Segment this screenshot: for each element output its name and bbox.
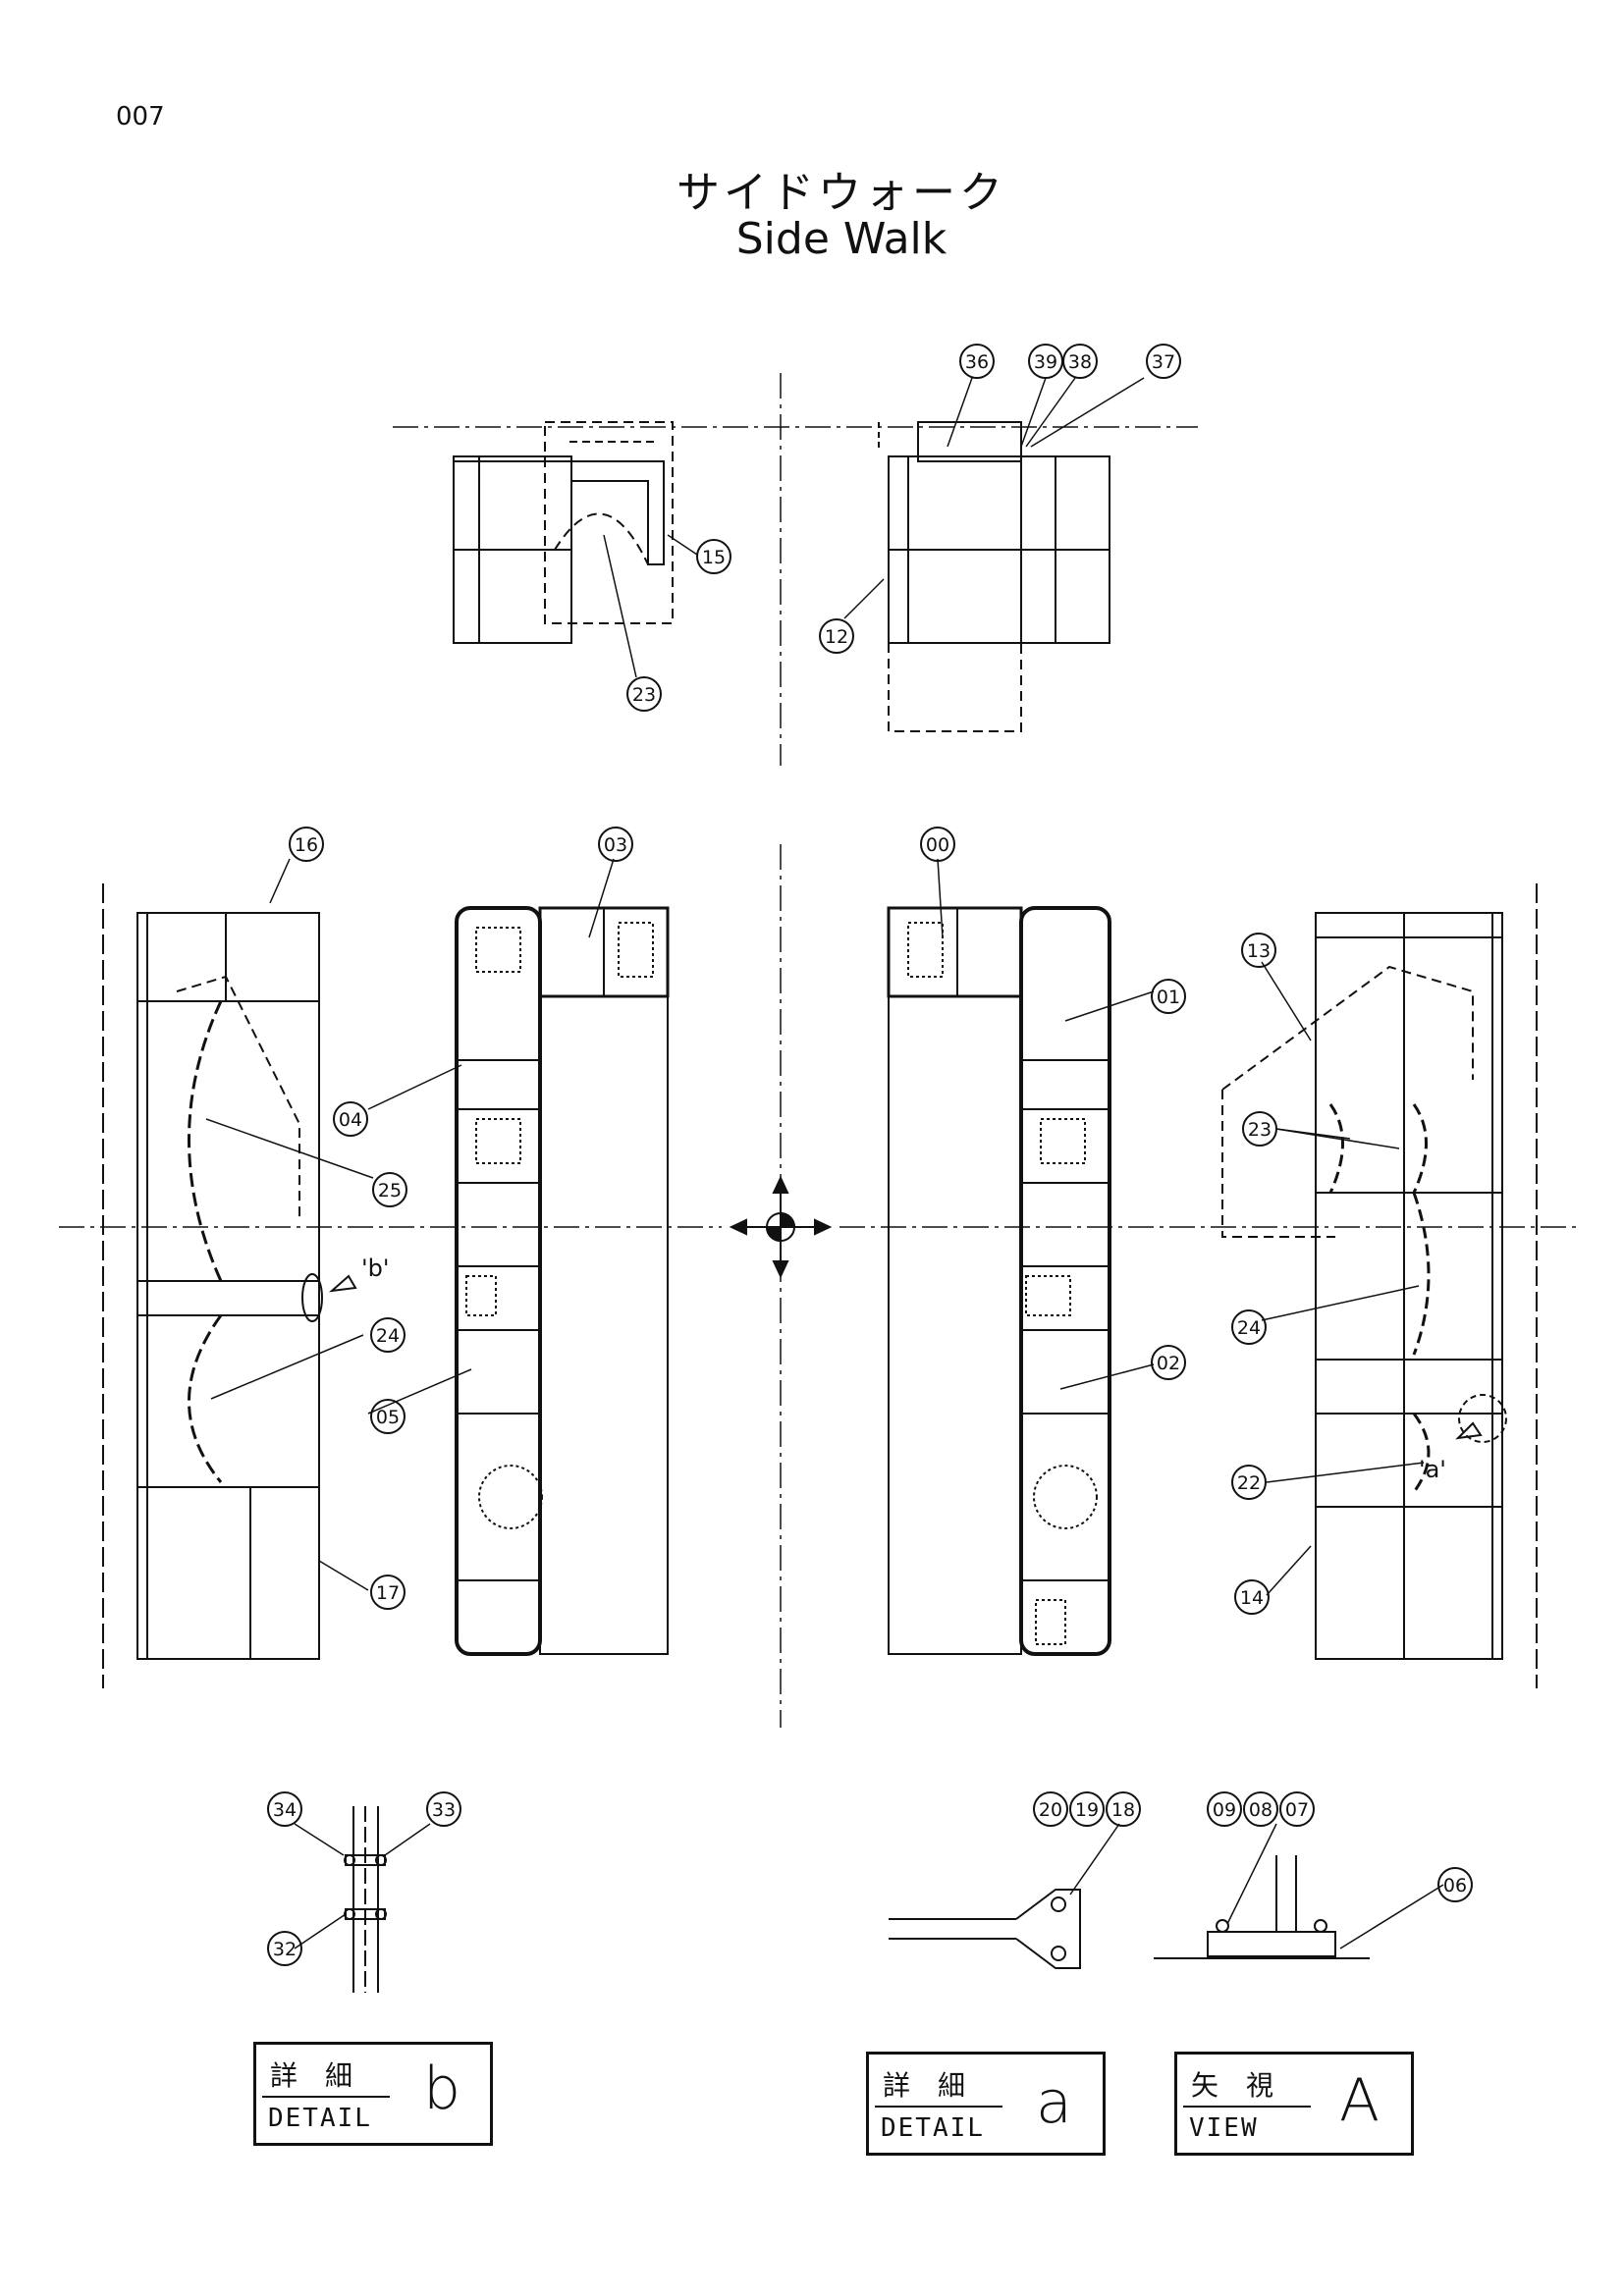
callout-23-top: 23 (626, 676, 662, 712)
svg-text:13: 13 (1247, 940, 1271, 962)
svg-text:18: 18 (1111, 1799, 1135, 1821)
callout-23-right: 23 (1242, 1111, 1277, 1147)
detail-b-en: DETAIL (268, 2104, 372, 2133)
svg-text:17: 17 (376, 1582, 400, 1604)
svg-text:23: 23 (1248, 1119, 1272, 1141)
callout-03: 03 (598, 827, 633, 862)
right-walkway-plan (887, 906, 1111, 1656)
detail-b-rule (262, 2096, 390, 2098)
svg-text:08: 08 (1249, 1799, 1272, 1821)
svg-text:07: 07 (1285, 1799, 1309, 1821)
leader-lines (205, 377, 1444, 1949)
svg-text:12: 12 (825, 626, 848, 648)
view-a-letter: A (1339, 2066, 1380, 2135)
svg-text:00: 00 (926, 834, 949, 856)
svg-text:23: 23 (632, 684, 656, 706)
detail-a-en: DETAIL (881, 2113, 985, 2143)
callouts: 36 39 38 37 15 23 12 16 03 00 13 01 04 2… (267, 344, 1473, 1966)
callout-34: 34 (267, 1791, 302, 1827)
callout-25: 25 (372, 1172, 407, 1207)
svg-text:36: 36 (965, 351, 989, 373)
svg-text:39: 39 (1034, 351, 1057, 373)
callout-07: 07 (1279, 1791, 1315, 1827)
direction-symbol (729, 1175, 833, 1279)
svg-text:37: 37 (1152, 351, 1175, 373)
detail-a-sketch (889, 1889, 1081, 1969)
svg-text:25: 25 (378, 1180, 402, 1201)
right-side-view (1221, 883, 1538, 1688)
svg-text:19: 19 (1075, 1799, 1099, 1821)
callout-01: 01 (1151, 979, 1186, 1014)
svg-text:32: 32 (273, 1939, 297, 1960)
callout-39: 39 (1028, 344, 1063, 379)
callout-04: 04 (333, 1101, 368, 1137)
detail-a-jp: 詳細 (883, 2069, 994, 2102)
detail-a-rule (875, 2106, 1002, 2108)
svg-text:01: 01 (1157, 987, 1180, 1008)
title-japanese: サイドウォーク (677, 168, 1006, 218)
callout-05: 05 (370, 1399, 406, 1434)
view-a-label: 矢視 VIEW A (1174, 2052, 1414, 2156)
detail-b-label: 詳細 DETAIL b (253, 2042, 493, 2146)
svg-text:14: 14 (1240, 1587, 1264, 1609)
svg-text:06: 06 (1443, 1875, 1467, 1896)
callout-33: 33 (426, 1791, 461, 1827)
callout-19: 19 (1069, 1791, 1105, 1827)
page-number: 007 (116, 102, 165, 132)
detail-b-jp: 詳細 (270, 2059, 381, 2092)
top-right-view (878, 421, 1110, 732)
left-side-view (102, 883, 357, 1688)
svg-text:16: 16 (295, 834, 318, 856)
callout-36: 36 (959, 344, 995, 379)
detail-b-sketch (344, 1806, 387, 1993)
detail-a-letter: a (1036, 2068, 1072, 2137)
svg-text:02: 02 (1157, 1353, 1180, 1374)
callout-18: 18 (1106, 1791, 1141, 1827)
svg-text:34: 34 (273, 1799, 297, 1821)
detail-b-letter: b (423, 2055, 461, 2123)
svg-text:24: 24 (376, 1325, 400, 1347)
svg-text:04: 04 (339, 1109, 362, 1131)
svg-text:03: 03 (604, 834, 627, 856)
view-a-rule (1183, 2106, 1311, 2108)
detail-mark-b: 'b' (361, 1255, 389, 1282)
left-walkway-plan (455, 906, 670, 1656)
callout-13: 13 (1241, 933, 1276, 968)
top-left-view (453, 421, 674, 644)
svg-text:24: 24 (1237, 1317, 1261, 1339)
callout-17: 17 (370, 1575, 406, 1610)
view-a-en: VIEW (1189, 2113, 1259, 2143)
callout-32: 32 (267, 1931, 302, 1966)
callout-22: 22 (1231, 1465, 1267, 1500)
callout-37: 37 (1146, 344, 1181, 379)
callout-16: 16 (289, 827, 324, 862)
callout-00: 00 (920, 827, 955, 862)
callout-20: 20 (1033, 1791, 1068, 1827)
centerlines (59, 373, 1581, 1728)
svg-text:15: 15 (702, 547, 726, 568)
callout-08: 08 (1243, 1791, 1278, 1827)
callout-38: 38 (1062, 344, 1098, 379)
svg-text:38: 38 (1068, 351, 1092, 373)
callout-06: 06 (1437, 1867, 1473, 1902)
detail-a-label: 詳細 DETAIL a (866, 2052, 1106, 2156)
svg-text:33: 33 (432, 1799, 456, 1821)
detail-mark-a: 'a' (1419, 1456, 1446, 1483)
callout-14: 14 (1234, 1579, 1270, 1615)
svg-text:09: 09 (1213, 1799, 1236, 1821)
callout-02: 02 (1151, 1345, 1186, 1380)
svg-text:20: 20 (1039, 1799, 1062, 1821)
callout-24-right: 24 (1231, 1309, 1267, 1345)
svg-text:22: 22 (1237, 1472, 1261, 1494)
svg-text:05: 05 (376, 1407, 400, 1428)
callout-12: 12 (819, 618, 854, 654)
callout-09: 09 (1207, 1791, 1242, 1827)
callout-15: 15 (696, 539, 731, 574)
view-a-sketch (1154, 1855, 1370, 1959)
callout-24-left: 24 (370, 1317, 406, 1353)
view-a-jp: 矢視 (1191, 2069, 1302, 2102)
title-english: Side Walk (735, 214, 947, 264)
